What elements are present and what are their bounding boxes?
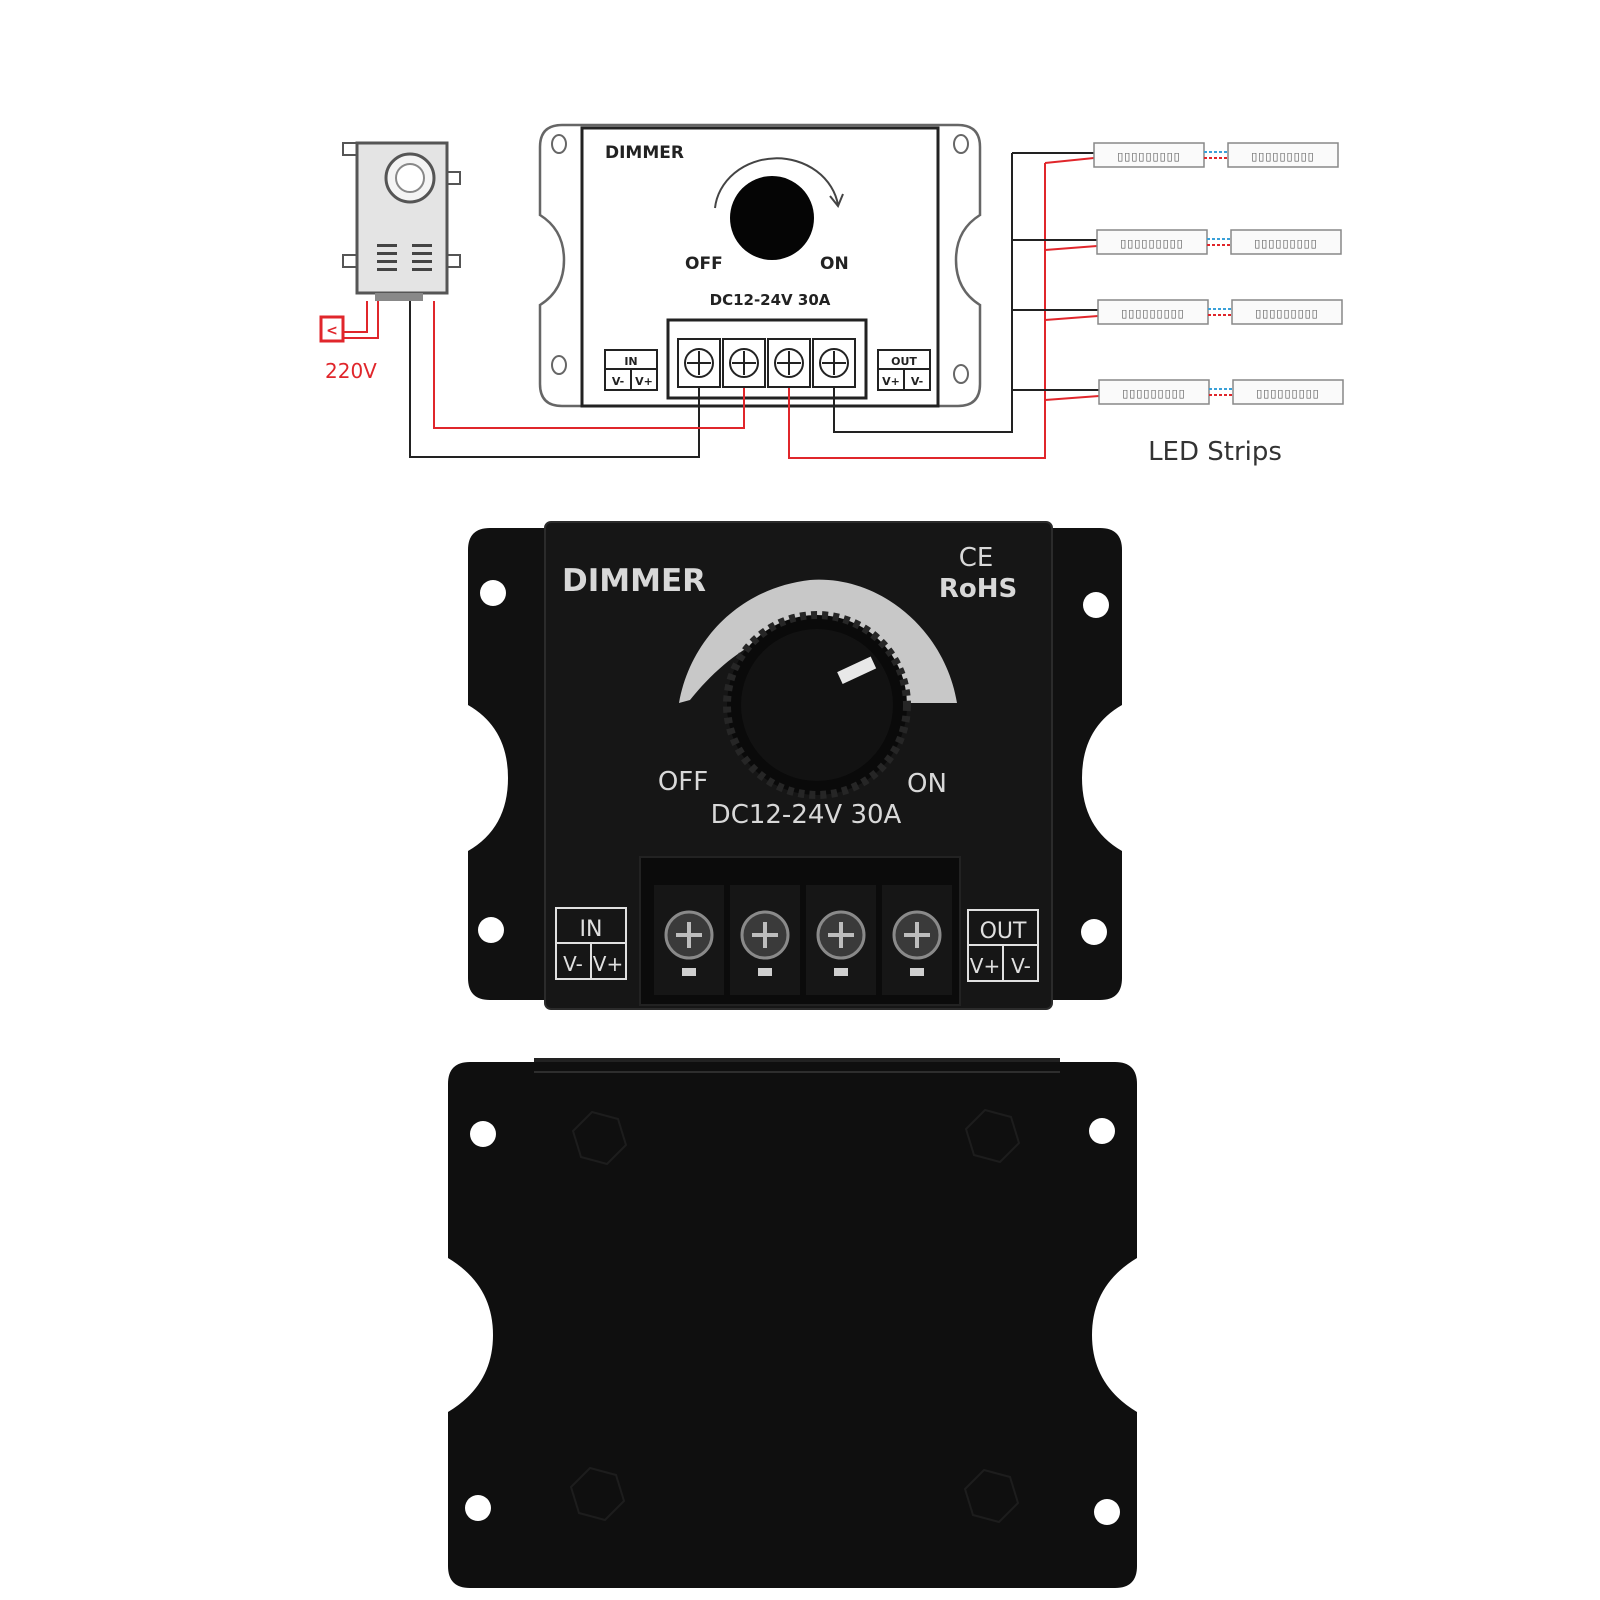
svg-text:▯▯▯▯▯▯▯▯▯: ▯▯▯▯▯▯▯▯▯ xyxy=(1255,307,1318,320)
diagram-out-label: OUT xyxy=(891,355,917,368)
wiring-diagram: < 220V DIMMER OFF ON DC12-24V 30A xyxy=(319,123,1344,467)
front-in-label: IN xyxy=(580,917,603,942)
output-wires xyxy=(788,152,1100,459)
front-in-neg: V- xyxy=(563,952,583,976)
power-supply-voltage-label: 220V xyxy=(325,359,377,383)
svg-text:▯▯▯▯▯▯▯▯▯: ▯▯▯▯▯▯▯▯▯ xyxy=(1121,307,1184,320)
ac-plug-icon xyxy=(319,315,345,343)
led-strips: ▯▯▯▯▯▯▯▯▯ ▯▯▯▯▯▯▯▯▯ ▯▯▯▯▯▯▯▯▯ ▯▯▯▯▯▯▯▯▯ … xyxy=(1093,142,1344,467)
terminal-screw[interactable] xyxy=(892,910,942,976)
svg-text:▯▯▯▯▯▯▯▯▯: ▯▯▯▯▯▯▯▯▯ xyxy=(1122,387,1185,400)
led-strip-row: ▯▯▯▯▯▯▯▯▯ ▯▯▯▯▯▯▯▯▯ xyxy=(1096,229,1342,255)
diagram-rating: DC12-24V 30A xyxy=(710,291,831,309)
diagram-in-neg: V- xyxy=(612,375,624,388)
front-out-pos: V+ xyxy=(970,954,1000,978)
rohs-mark: RoHS xyxy=(939,574,1017,604)
mount-hole xyxy=(480,580,506,606)
front-in-pos: V+ xyxy=(593,952,623,976)
svg-text:▯▯▯▯▯▯▯▯▯: ▯▯▯▯▯▯▯▯▯ xyxy=(1120,237,1183,250)
diagram-dimmer: DIMMER OFF ON DC12-24V 30A xyxy=(538,123,982,408)
svg-text:▯▯▯▯▯▯▯▯▯: ▯▯▯▯▯▯▯▯▯ xyxy=(1117,150,1180,163)
terminal-screw[interactable] xyxy=(664,910,714,976)
mount-hole xyxy=(1081,919,1107,945)
mount-hole xyxy=(465,1495,491,1521)
mount-hole xyxy=(1094,1499,1120,1525)
svg-text:<: < xyxy=(326,323,338,339)
front-in-label-box: IN V- V+ xyxy=(555,907,627,980)
brightness-arc xyxy=(679,579,957,703)
diagram-in-label-box: IN V- V+ xyxy=(604,349,658,391)
mount-hole xyxy=(478,917,504,943)
diagram-dimmer-title: DIMMER xyxy=(605,143,684,163)
mount-hole xyxy=(470,1121,496,1147)
terminal-screw[interactable] xyxy=(816,910,866,976)
front-rating: DC12-24V 30A xyxy=(711,800,902,830)
dimmer-knob[interactable] xyxy=(723,611,911,799)
mount-hole xyxy=(1083,592,1109,618)
diagram-out-pos: V+ xyxy=(882,375,900,388)
knob-indicator xyxy=(837,656,877,684)
diagram-on-label: ON xyxy=(820,254,849,274)
diagram-off-label: OFF xyxy=(685,254,723,274)
input-wires xyxy=(409,301,745,458)
front-dimmer-title: DIMMER xyxy=(562,563,706,599)
product-back xyxy=(448,1058,1137,1588)
front-off-label: OFF xyxy=(658,767,708,797)
diagram-out-neg: V- xyxy=(911,375,923,388)
led-strip-row: ▯▯▯▯▯▯▯▯▯ ▯▯▯▯▯▯▯▯▯ xyxy=(1093,142,1339,168)
svg-text:▯▯▯▯▯▯▯▯▯: ▯▯▯▯▯▯▯▯▯ xyxy=(1254,237,1317,250)
terminal-screw[interactable] xyxy=(740,910,790,976)
product-front: DIMMER CE RoHS OFF ON DC12-24V 30A xyxy=(468,521,1122,1010)
front-out-label-box: OUT V+ V- xyxy=(967,909,1039,982)
front-terminal-block xyxy=(639,856,961,1006)
diagram-in-pos: V+ xyxy=(635,375,653,388)
front-on-label: ON xyxy=(907,769,947,799)
led-strip-row: ▯▯▯▯▯▯▯▯▯ ▯▯▯▯▯▯▯▯▯ xyxy=(1097,299,1343,325)
mount-hole xyxy=(1089,1118,1115,1144)
diagram-knob xyxy=(730,176,814,260)
ce-mark: CE xyxy=(959,543,994,573)
led-strips-label: LED Strips xyxy=(1148,437,1282,467)
diagram-in-label: IN xyxy=(624,355,637,368)
front-out-label: OUT xyxy=(980,919,1027,944)
diagram-out-label-box: OUT V+ V- xyxy=(877,349,931,391)
power-supply: < 220V xyxy=(319,141,461,383)
front-out-neg: V- xyxy=(1011,954,1031,978)
svg-text:▯▯▯▯▯▯▯▯▯: ▯▯▯▯▯▯▯▯▯ xyxy=(1251,150,1314,163)
svg-text:▯▯▯▯▯▯▯▯▯: ▯▯▯▯▯▯▯▯▯ xyxy=(1256,387,1319,400)
led-strip-row: ▯▯▯▯▯▯▯▯▯ ▯▯▯▯▯▯▯▯▯ xyxy=(1098,379,1344,405)
